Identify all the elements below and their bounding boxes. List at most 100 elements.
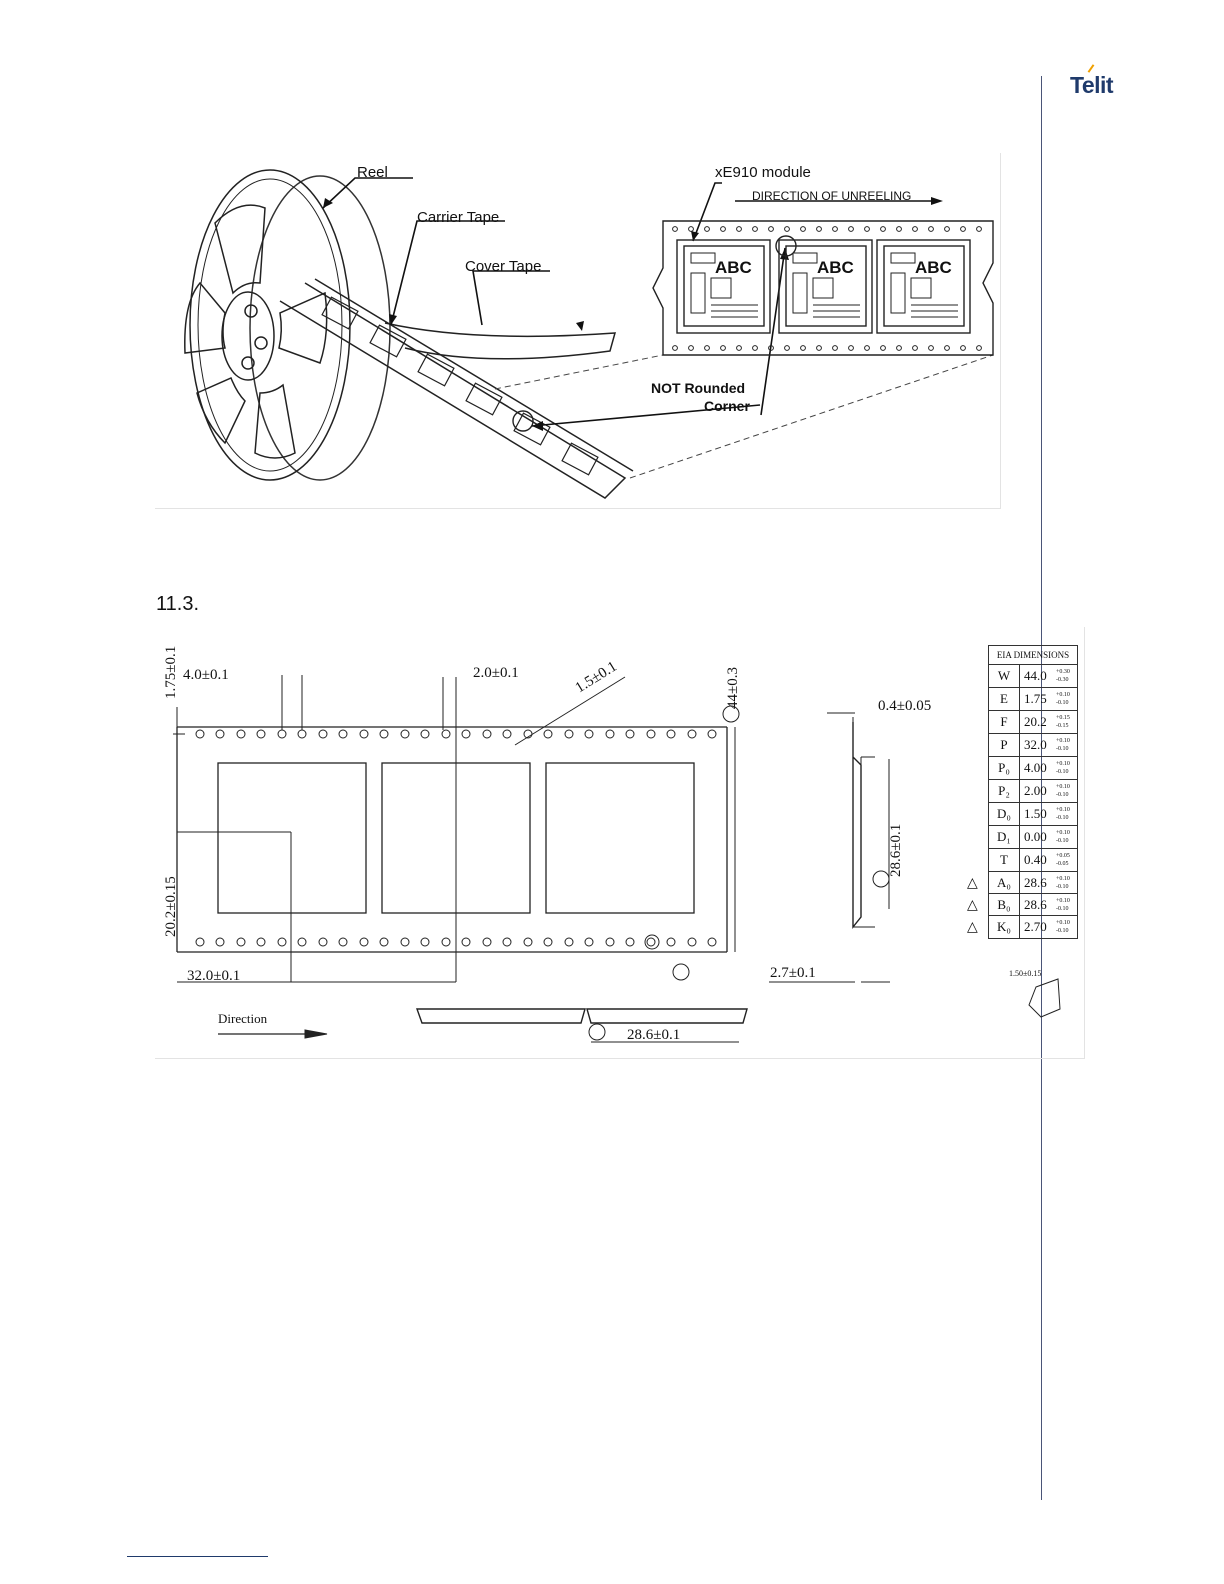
tolerance-upper: +0.10 (1056, 830, 1070, 836)
tolerance-upper: +0.10 (1056, 738, 1070, 744)
eia-table-row: △ A₀ 28.6 +0.10 -0.10 (967, 872, 1078, 894)
tolerance-upper: +0.10 (1056, 898, 1070, 904)
eia-value-cell: 44.0 (1024, 668, 1047, 683)
eia-symbol-cell: F (989, 711, 1020, 733)
eia-table-row: P 32.0 +0.10 -0.10 (988, 734, 1078, 757)
eia-table-row: D₀ 1.50 +0.10 -0.10 (988, 803, 1078, 826)
footnote-rule (127, 1556, 268, 1557)
eia-tolerance-cell: +0.30 -0.30 (1056, 665, 1070, 687)
tolerance-lower: -0.05 (1056, 861, 1069, 867)
chip-label: ABC (915, 258, 952, 277)
reel-illustration: Reel Carrier Tape Cover Tape xE910 modul… (155, 153, 1002, 509)
eia-symbol-cell: P₂ (989, 780, 1020, 802)
dim-p0: 4.0±0.1 (183, 667, 229, 683)
tolerance-lower: -0.15 (1056, 723, 1069, 729)
direction-label: Direction (218, 1011, 268, 1026)
figure-frame (155, 153, 1001, 509)
direction-label: DIRECTION OF UNREELING (752, 189, 911, 203)
eia-tolerance-cell: +0.10-0.10 (1056, 916, 1070, 938)
chip-label: ABC (817, 258, 854, 277)
eia-value-cell: 28.6 (1024, 875, 1047, 890)
tolerance-lower: -0.10 (1056, 769, 1069, 775)
tolerance-lower: -0.10 (1056, 746, 1069, 752)
dim-k0: 2.7±0.1 (770, 965, 816, 981)
tolerance-lower: -0.30 (1056, 677, 1069, 683)
eia-symbol-cell: B₀ (989, 894, 1020, 915)
tolerance-lower: -0.10 (1056, 906, 1069, 912)
eia-value-cell: 20.2 (1024, 714, 1047, 729)
eia-table-row: E 1.75 +0.10 -0.10 (988, 688, 1078, 711)
cover-tape-label: Cover Tape (465, 258, 541, 275)
eia-value-cell: 1.50 (1024, 806, 1047, 821)
eia-symbol-cell: P (989, 734, 1020, 756)
eia-table-row: F 20.2 +0.15 -0.15 (988, 711, 1078, 734)
change-flag-icon: △ (967, 919, 978, 935)
eia-value-cell: 1.75 (1024, 691, 1047, 706)
eia-tolerance-cell: +0.05 -0.05 (1056, 849, 1070, 871)
eia-value-cell: 2.70 (1024, 919, 1047, 934)
eia-tolerance-cell: +0.10 -0.10 (1056, 826, 1070, 848)
eia-table-row: △ K₀ 2.70 +0.10-0.10 (967, 916, 1078, 939)
tolerance-upper: +0.10 (1056, 807, 1070, 813)
eia-tolerance-cell: +0.10 -0.10 (1056, 872, 1070, 893)
eia-table-row: △ B₀ 28.6 +0.10 -0.10 (967, 894, 1078, 916)
telit-logo: Telit (1070, 64, 1130, 100)
eia-symbol-cell: K₀ (989, 916, 1020, 938)
dim-p2: 2.0±0.1 (473, 665, 519, 681)
dim-t: 0.4±0.05 (878, 698, 931, 714)
tolerance-lower: -0.10 (1056, 700, 1069, 706)
dim-w: 44±0.3 (725, 667, 741, 709)
dim-e: 1.75±0.1 (163, 646, 179, 699)
tolerance-lower: -0.10 (1056, 792, 1069, 798)
eia-value-cell: 2.00 (1024, 783, 1047, 798)
dim-f: 20.2±0.15 (163, 876, 179, 937)
page-margin-rule (1041, 76, 1042, 1500)
eia-table-row: T 0.40 +0.05 -0.05 (988, 849, 1078, 872)
tolerance-lower: -0.10 (1056, 815, 1069, 821)
eia-tolerance-cell: +0.10 -0.10 (1056, 894, 1070, 915)
dim-b0: 28.6±0.1 (627, 1027, 680, 1043)
tolerance-upper: +0.30 (1056, 669, 1070, 675)
tape-dimension-drawing: 4.0±0.1 2.0±0.1 1.5±0.1 1.75±0.1 20.2±0.… (155, 627, 1085, 1059)
eia-symbol-cell: D₀ (989, 803, 1020, 825)
eia-tolerance-cell: +0.10 -0.10 (1056, 803, 1070, 825)
tolerance-upper: +0.10 (1056, 761, 1070, 767)
tolerance-upper: +0.10 (1056, 692, 1070, 698)
eia-value-cell: 32.0 (1024, 737, 1047, 752)
eia-tolerance-cell: +0.10 -0.10 (1056, 734, 1070, 756)
eia-symbol-cell: P₀ (989, 757, 1020, 779)
eia-table-title: EIA DIMENSIONS (988, 645, 1078, 665)
reel-drawing: Reel Carrier Tape Cover Tape xE910 modul… (184, 164, 994, 499)
tolerance-upper: +0.10 (1056, 876, 1070, 882)
dimension-drawing: 4.0±0.1 2.0±0.1 1.5±0.1 1.75±0.1 20.2±0.… (163, 646, 1061, 1043)
eia-value-cell: 0.40 (1024, 852, 1047, 867)
change-flag-icon: △ (967, 875, 978, 891)
not-rounded-label-line2: Corner (704, 398, 750, 414)
eia-table-row: P₀ 4.00 +0.10 -0.10 (988, 757, 1078, 780)
logo-text: Telit (1070, 72, 1114, 98)
eia-symbol-cell: D₁ (989, 826, 1020, 848)
tolerance-lower: -0.10 (1056, 838, 1069, 844)
not-rounded-label-line1: NOT Rounded (651, 380, 745, 396)
change-flag-icon: △ (967, 897, 978, 913)
dim-a0: 28.6±0.1 (888, 824, 904, 877)
dim-p: 32.0±0.1 (187, 968, 240, 984)
eia-value-cell: 4.00 (1024, 760, 1047, 775)
module-label: xE910 module (715, 164, 811, 181)
eia-symbol-cell: T (989, 849, 1020, 871)
eia-value-cell: 0.00 (1024, 829, 1047, 844)
tolerance-upper: +0.10 (1056, 920, 1070, 926)
section-number: 11.3. (156, 593, 199, 615)
tolerance-lower: -0.10 (1056, 884, 1069, 890)
eia-value-cell: 28.6 (1024, 897, 1047, 912)
eia-tolerance-cell: +0.10 -0.10 (1056, 757, 1070, 779)
eia-symbol-cell: E (989, 688, 1020, 710)
tolerance-upper: +0.15 (1056, 715, 1070, 721)
reel-label: Reel (357, 164, 388, 181)
eia-symbol-cell: A₀ (989, 872, 1020, 893)
tolerance-upper: +0.05 (1056, 853, 1070, 859)
eia-tolerance-cell: +0.15 -0.15 (1056, 711, 1070, 733)
